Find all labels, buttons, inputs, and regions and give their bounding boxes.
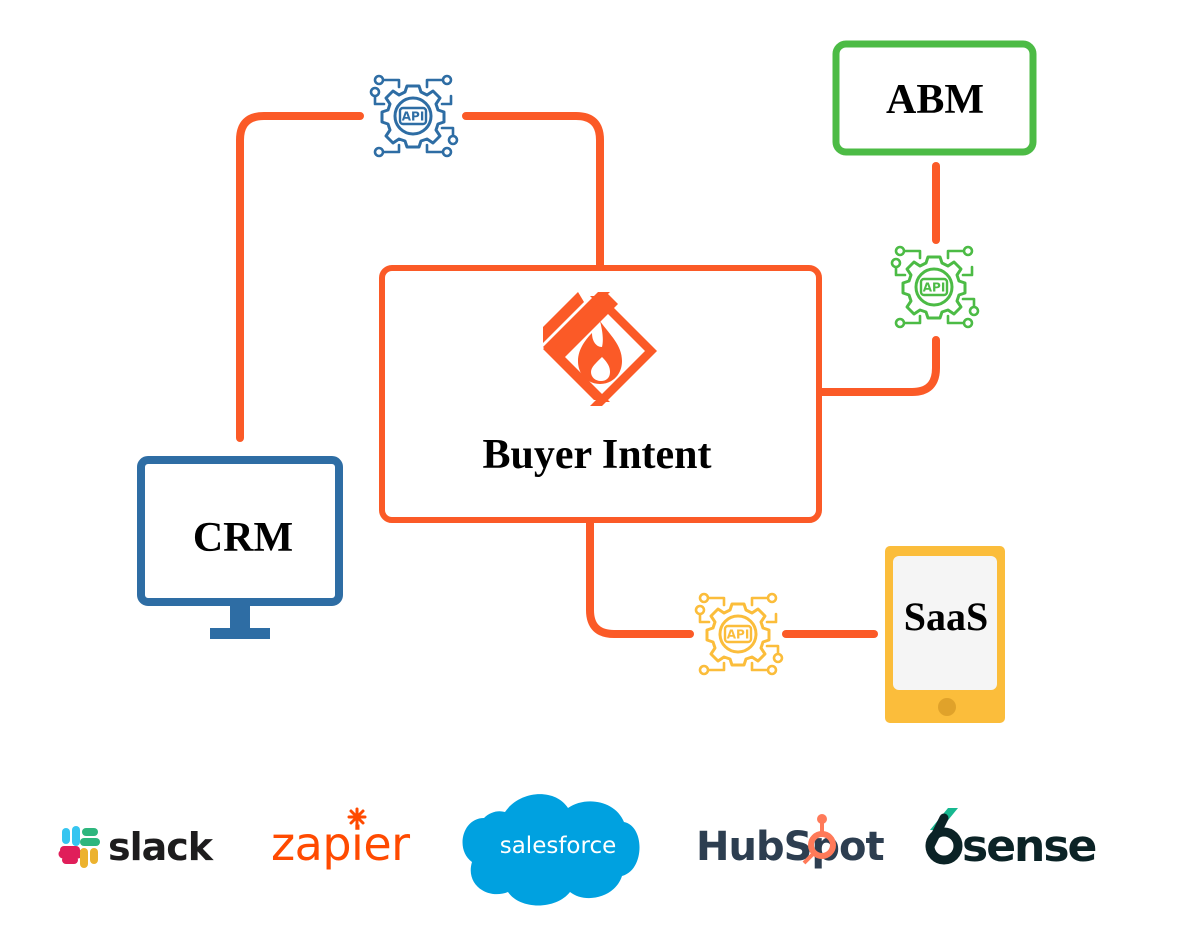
hubspot-logo[interactable]: HubSpot (696, 814, 886, 870)
tablet-icon (885, 546, 1005, 723)
connector-saas-left (586, 518, 694, 638)
abm-label: ABM (886, 77, 984, 123)
slack-wordmark: slack (108, 825, 214, 869)
abm-box (832, 40, 1037, 156)
hubspot-sprocket-icon (802, 814, 836, 865)
api-badge-abm: API (890, 245, 980, 329)
api-badge-text: API (727, 628, 750, 642)
buyer-intent-label: Buyer Intent (482, 432, 711, 478)
hubspot-wordmark: HubSpot (696, 824, 885, 870)
crm-label: CRM (193, 515, 293, 561)
connector-abm-lower (817, 336, 940, 396)
api-badge-text: API (923, 281, 946, 295)
flame-diamond-icon (543, 292, 657, 406)
connectors (236, 112, 940, 638)
slack-hash-icon (58, 826, 100, 868)
api-badge-text: API (402, 110, 425, 124)
zapier-wordmark: zapier (271, 817, 410, 871)
node-crm[interactable]: CRM (137, 456, 343, 639)
monitor-icon (137, 456, 343, 639)
salesforce-wordmark: salesforce (500, 833, 617, 859)
zapier-logo[interactable]: zapier (271, 807, 411, 871)
node-abm[interactable]: ABM (832, 40, 1037, 156)
sixsense-logo[interactable]: sense (925, 808, 1098, 872)
partner-logos: slack zapier salesforce HubSpot (58, 794, 1098, 906)
api-badge-saas: API (694, 592, 784, 676)
sixsense-six-icon (925, 808, 963, 865)
api-badge-crm: API (369, 74, 459, 158)
node-buyer-intent[interactable]: Buyer Intent (379, 265, 822, 523)
salesforce-logo[interactable]: salesforce (462, 794, 640, 906)
node-saas[interactable]: SaaS (885, 546, 1005, 723)
connector-crm-left (236, 112, 364, 442)
connector-crm-right (462, 112, 604, 270)
zapier-asterisk-icon (347, 807, 367, 827)
salesforce-cloud-icon (462, 794, 640, 906)
slack-logo[interactable]: slack (58, 825, 215, 869)
saas-label: SaaS (904, 594, 989, 639)
sixsense-wordmark: sense (962, 821, 1096, 872)
